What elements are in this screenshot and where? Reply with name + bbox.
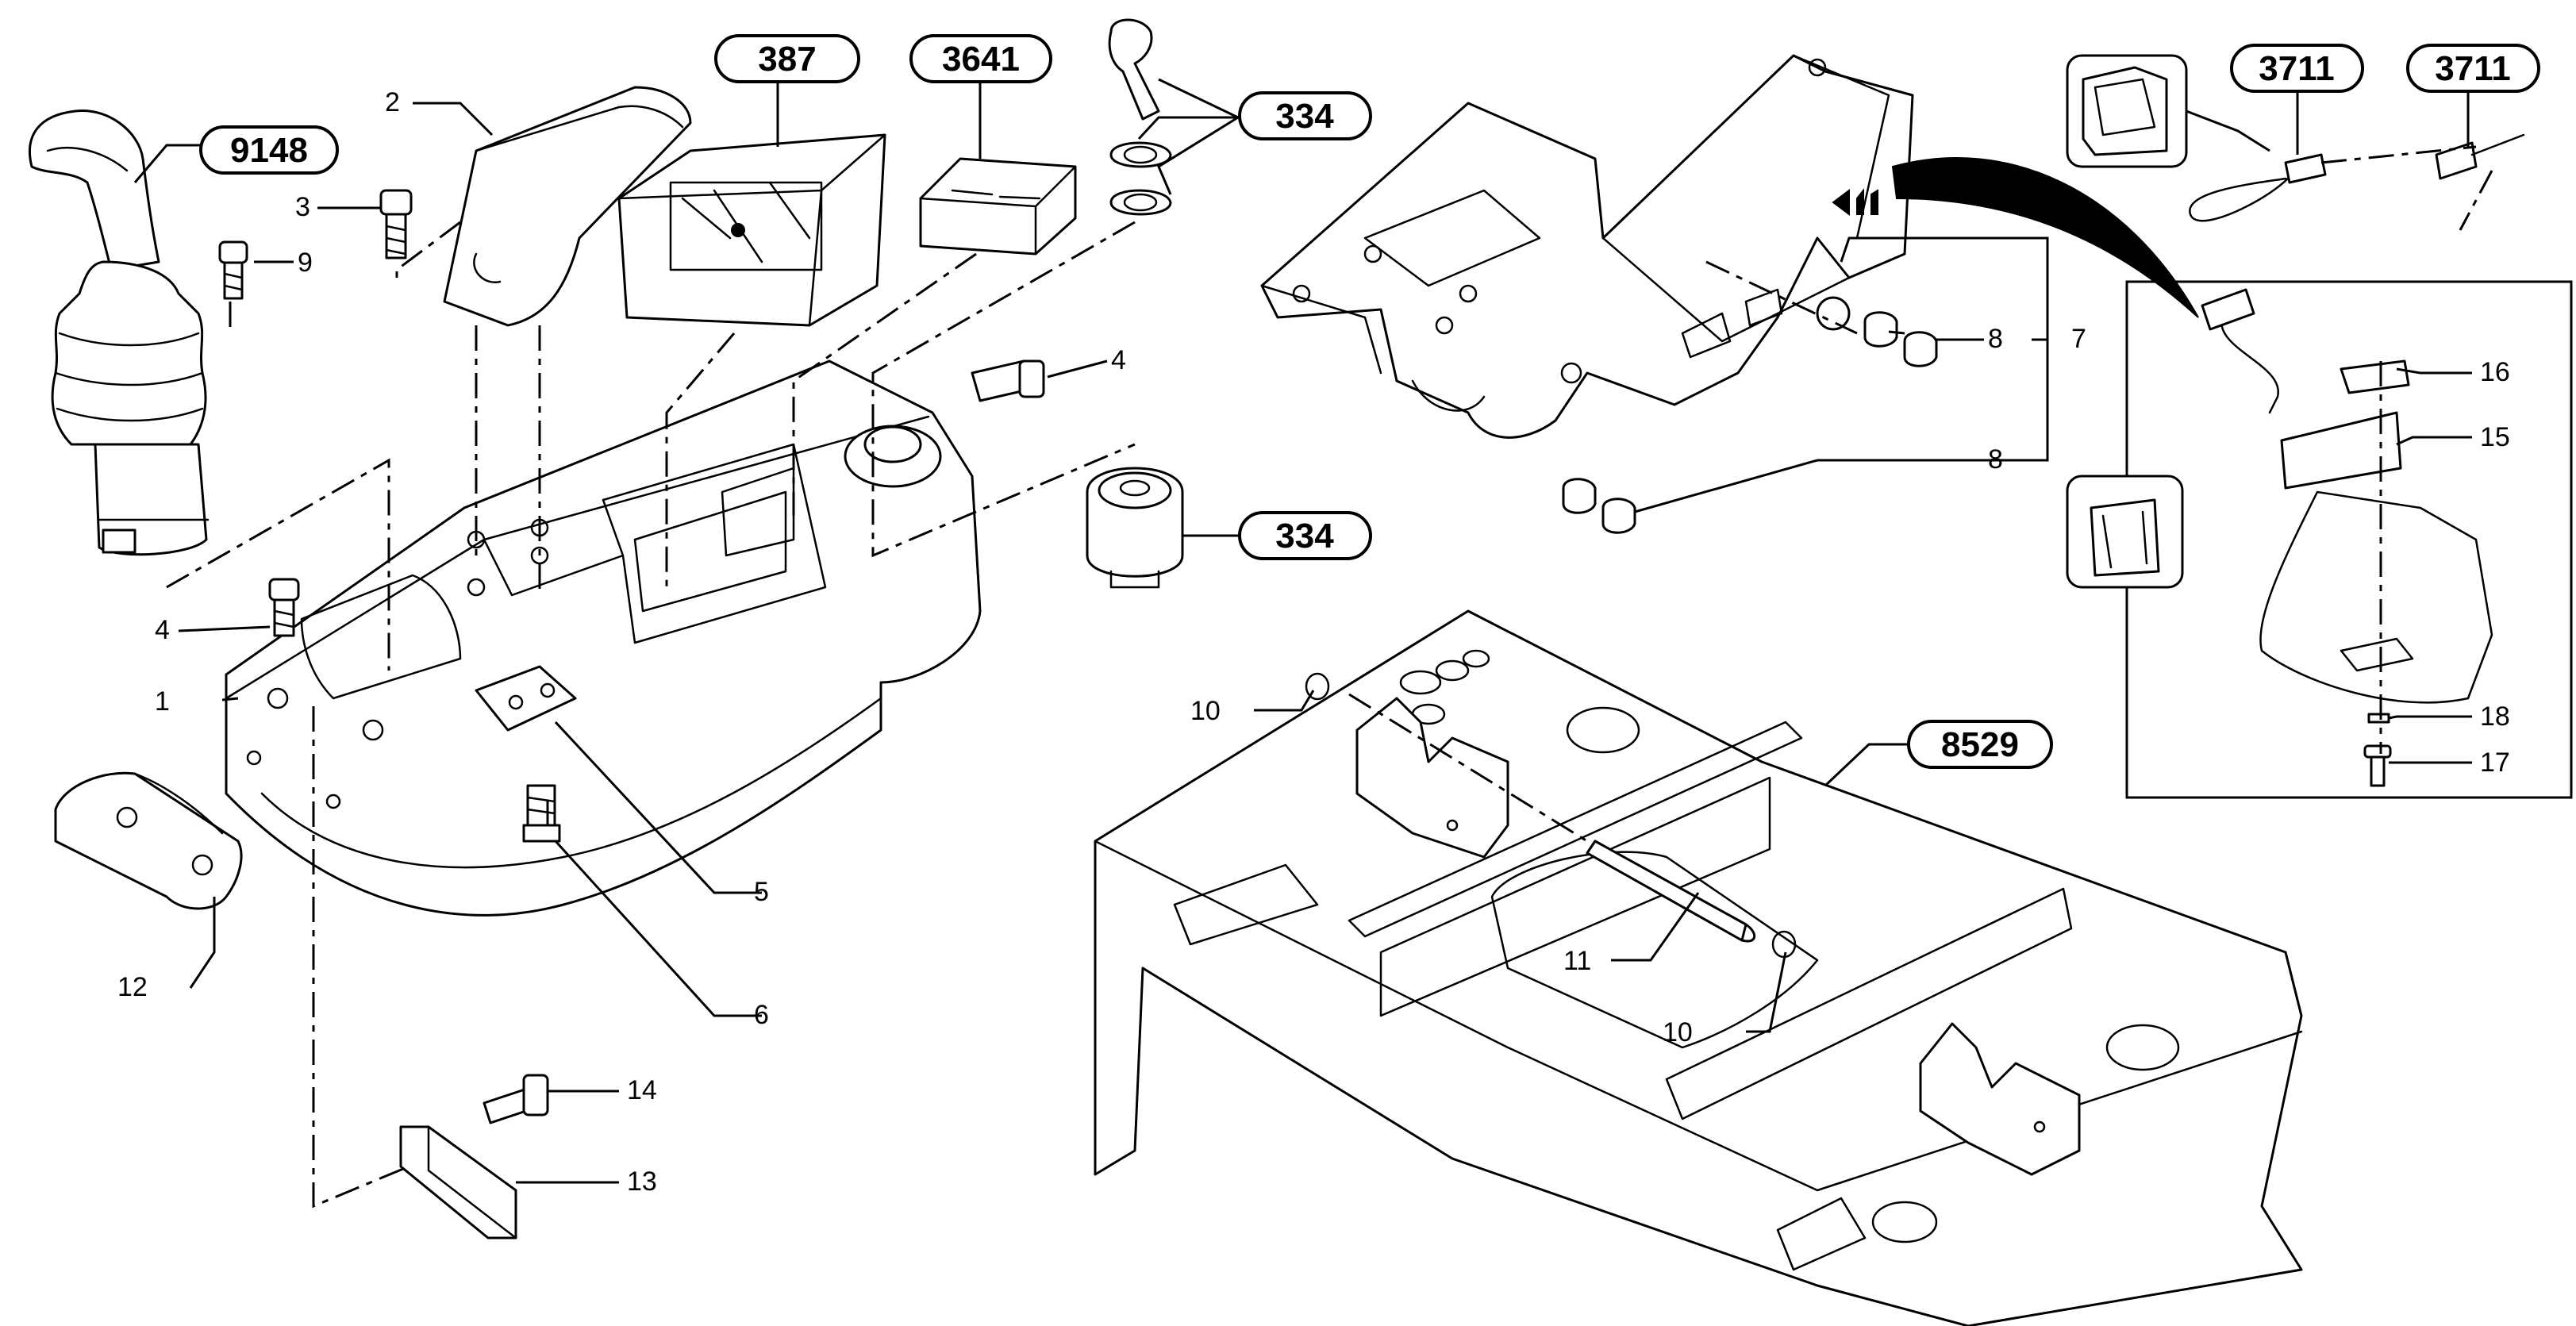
callout-16: 16 xyxy=(2480,357,2510,387)
callout-6: 6 xyxy=(754,1000,769,1030)
ref-label-3641: 3641 xyxy=(909,34,1052,83)
callout-2: 2 xyxy=(385,87,400,117)
detail-swoosh xyxy=(1891,157,2199,318)
plate-13 xyxy=(399,1125,517,1240)
ref-label-334-top: 334 xyxy=(1238,91,1372,140)
ref-label-3711-left: 3711 xyxy=(2230,44,2364,93)
callout-10-left: 10 xyxy=(1190,696,1221,726)
callout-17: 17 xyxy=(2480,748,2510,778)
machine-frame xyxy=(1094,609,2303,1326)
ref-label-8529: 8529 xyxy=(1907,720,2053,769)
callout-14: 14 xyxy=(627,1075,657,1105)
callout-12: 12 xyxy=(117,972,148,1002)
callout-18: 18 xyxy=(2480,701,2510,732)
callout-9: 9 xyxy=(298,248,313,278)
callout-numbers: 1 2 3 4 4 5 6 7 8 8 9 10 10 11 12 13 14 … xyxy=(117,87,2510,1197)
callout-13: 13 xyxy=(627,1166,657,1197)
ref-3641-text: 3641 xyxy=(942,40,1020,79)
ref-label-387: 387 xyxy=(714,34,860,83)
ref-387-text: 387 xyxy=(758,40,816,79)
callout-3: 3 xyxy=(295,192,310,222)
ref-label-9148: 9148 xyxy=(199,125,339,175)
ref-3711-right-text: 3711 xyxy=(2435,49,2510,88)
ignition-key-set xyxy=(1108,18,1172,216)
callout-8-upper: 8 xyxy=(1988,324,2003,354)
mounting-bracket xyxy=(1260,54,1914,439)
callout-11: 11 xyxy=(1563,946,1591,976)
callout-4-left: 4 xyxy=(155,615,170,645)
screw-14 xyxy=(483,1074,549,1124)
screw-9 xyxy=(218,240,248,300)
instrument-cluster xyxy=(617,133,886,327)
callout-8-lower: 8 xyxy=(1988,444,2003,475)
callout-5: 5 xyxy=(754,877,769,907)
callout-15: 15 xyxy=(2480,422,2510,452)
callout-1: 1 xyxy=(155,686,170,717)
callout-10-right: 10 xyxy=(1663,1017,1693,1047)
ref-334-top-text: 334 xyxy=(1275,97,1334,136)
ref-label-3711-right: 3711 xyxy=(2406,44,2540,93)
ref-3711-left-text: 3711 xyxy=(2259,49,2334,88)
ref-label-334-bottom: 334 xyxy=(1238,511,1372,560)
switch-panel xyxy=(919,157,1077,256)
bolt-6 xyxy=(522,784,561,843)
sensor-assembly xyxy=(2201,288,2493,787)
armrest-cap xyxy=(443,86,692,327)
leader-lines xyxy=(133,62,2472,1184)
console-housing xyxy=(225,359,982,917)
ignition-switch xyxy=(1086,467,1184,589)
joystick-assembly xyxy=(28,109,210,556)
connector-harness xyxy=(2189,133,2525,222)
ref-334-bottom-text: 334 xyxy=(1275,517,1334,555)
cab-icon-box xyxy=(2066,54,2188,168)
ref-9148-text: 9148 xyxy=(230,131,308,170)
screw-3 xyxy=(379,189,413,259)
reference-labels: 9148 387 3641 334 334 3711 3711 8529 xyxy=(199,34,2540,769)
screw-4-left xyxy=(268,578,300,637)
bracket-5 xyxy=(475,665,577,732)
hand-rest-pad xyxy=(54,771,243,910)
ref-8529-text: 8529 xyxy=(1941,725,2019,764)
callout-7: 7 xyxy=(2071,324,2086,354)
assembly-lines xyxy=(166,145,2493,1209)
bushings-8 xyxy=(1562,311,1938,534)
callout-4-right: 4 xyxy=(1111,345,1126,375)
screw-4-right xyxy=(971,359,1045,402)
clip-icon-box xyxy=(2066,475,2184,589)
